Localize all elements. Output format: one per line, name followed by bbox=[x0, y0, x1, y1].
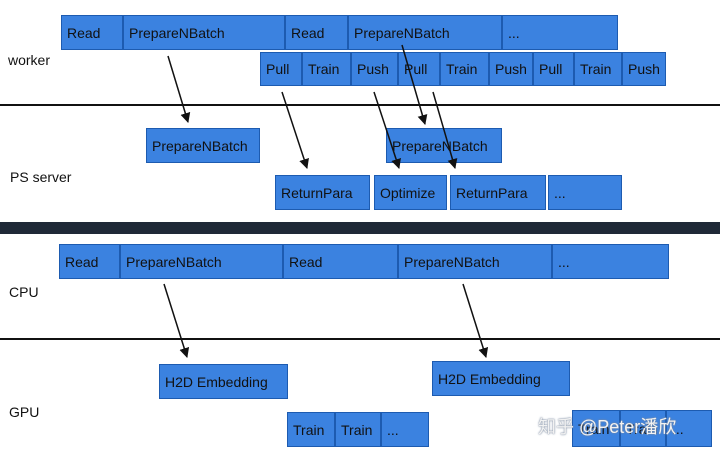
arrow-cpu-to-gpu-1 bbox=[163, 283, 190, 358]
cpu-gpu-separator bbox=[0, 338, 720, 340]
gpu-train-1: Train bbox=[287, 412, 335, 447]
ps-server-label: PS server bbox=[10, 169, 72, 185]
worker-preparenbatch-2: PrepareNBatch bbox=[348, 15, 502, 50]
worker-pull-3: Pull bbox=[533, 52, 574, 86]
arrow-cpu-to-gpu-2 bbox=[462, 283, 489, 358]
arrow-prepare-to-ps-2 bbox=[401, 44, 428, 125]
worker-pull-1: Pull bbox=[260, 52, 302, 86]
worker-train-2: Train bbox=[440, 52, 489, 86]
worker-push-3: Push bbox=[622, 52, 666, 86]
section-divider bbox=[0, 222, 720, 234]
gpu-train-4: Train bbox=[620, 410, 666, 447]
worker-ellipsis: ... bbox=[502, 15, 618, 50]
cpu-label: CPU bbox=[9, 284, 39, 300]
ps-preparenbatch-1: PrepareNBatch bbox=[146, 128, 260, 163]
gpu-train-3: Train bbox=[572, 410, 620, 447]
worker-ps-separator bbox=[0, 104, 720, 106]
cpu-preparenbatch-2: PrepareNBatch bbox=[398, 244, 552, 279]
cpu-read-1: Read bbox=[59, 244, 120, 279]
gpu-h2d-embedding-1: H2D Embedding bbox=[159, 364, 288, 399]
ps-optimize: Optimize bbox=[374, 175, 447, 210]
gpu-train-2: Train bbox=[335, 412, 381, 447]
ps-returnpara-1: ReturnPara bbox=[275, 175, 370, 210]
worker-preparenbatch-1: PrepareNBatch bbox=[123, 15, 285, 50]
arrow-pull-to-returnpara-1 bbox=[281, 91, 309, 169]
worker-train-3: Train bbox=[574, 52, 622, 86]
arrow-pull-to-returnpara-2 bbox=[432, 91, 458, 169]
gpu-ellipsis-1: ... bbox=[381, 412, 429, 447]
worker-read-1: Read bbox=[61, 15, 123, 50]
gpu-h2d-embedding-2: H2D Embedding bbox=[432, 361, 570, 396]
worker-train-1: Train bbox=[302, 52, 351, 86]
gpu-ellipsis-2: ... bbox=[666, 410, 712, 447]
arrow-prepare-to-ps-1 bbox=[167, 55, 191, 123]
ps-ellipsis: ... bbox=[548, 175, 622, 210]
worker-read-2: Read bbox=[285, 15, 348, 50]
ps-returnpara-2: ReturnPara bbox=[450, 175, 546, 210]
worker-push-1: Push bbox=[351, 52, 398, 86]
cpu-read-2: Read bbox=[283, 244, 398, 279]
gpu-label: GPU bbox=[9, 404, 40, 420]
worker-label: worker bbox=[8, 52, 51, 68]
cpu-preparenbatch-1: PrepareNBatch bbox=[120, 244, 283, 279]
watermark: 知乎 @Peter潘欣 bbox=[538, 417, 677, 437]
cpu-ellipsis: ... bbox=[552, 244, 669, 279]
worker-push-2: Push bbox=[489, 52, 533, 86]
arrow-push-to-optimize bbox=[373, 91, 401, 169]
